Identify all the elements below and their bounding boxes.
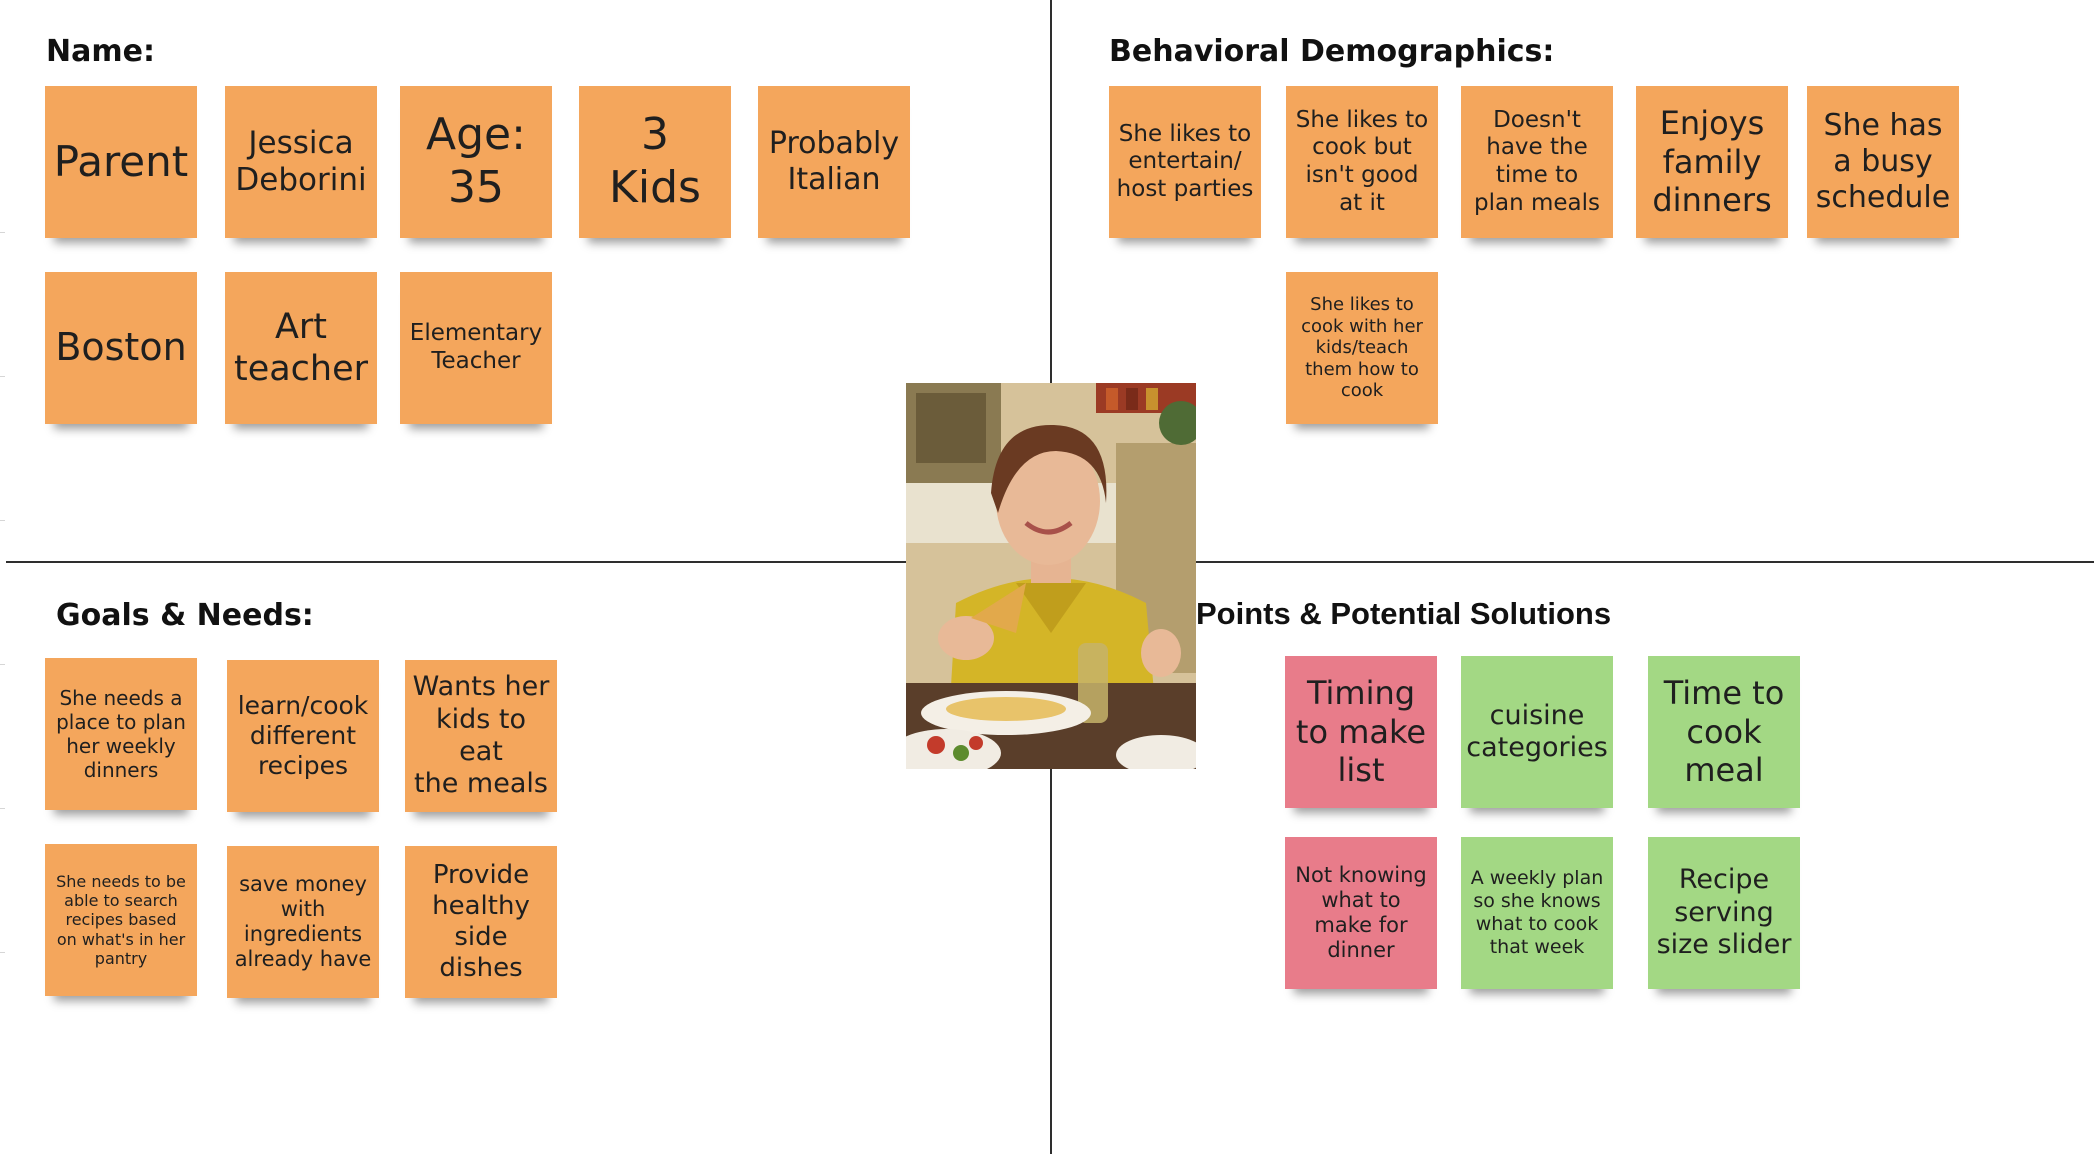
note-text: Enjoys family dinners xyxy=(1652,104,1772,220)
note-text: Not knowing what to make for dinner xyxy=(1295,862,1427,963)
note-text: learn/cook different recipes xyxy=(237,691,369,780)
canvas-edge-tick xyxy=(0,520,5,521)
canvas-edge-tick xyxy=(0,664,5,665)
sticky-note[interactable]: cuisine categories xyxy=(1461,656,1613,808)
sticky-note[interactable]: Parent xyxy=(45,86,197,238)
sticky-note[interactable]: Jessica Deborini xyxy=(225,86,377,238)
section-heading-behavioral-demographics: Behavioral Demographics: xyxy=(1109,34,1555,69)
persona-photo-illustration xyxy=(906,383,1196,769)
persona-photo[interactable] xyxy=(906,383,1196,769)
note-text: She likes to cook but isn't good at it xyxy=(1295,106,1429,216)
sticky-note[interactable]: A weekly plan so she knows what to cook … xyxy=(1461,837,1613,989)
note-text: Probably Italian xyxy=(768,126,900,197)
sticky-note[interactable]: She likes to cook with her kids/teach th… xyxy=(1286,272,1438,424)
note-text: She needs to be able to search recipes b… xyxy=(56,872,186,968)
sticky-note[interactable]: Timing to make list xyxy=(1285,656,1437,808)
note-text: Elementary Teacher xyxy=(409,320,543,374)
sticky-note[interactable]: Elementary Teacher xyxy=(400,272,552,424)
sticky-note[interactable]: Recipe serving size slider xyxy=(1648,837,1800,989)
note-text: Doesn't have the time to plan meals xyxy=(1474,106,1600,216)
canvas-edge-tick xyxy=(0,952,5,953)
sticky-note[interactable]: Age: 35 xyxy=(400,86,552,238)
note-text: Time to cook meal xyxy=(1663,674,1785,790)
note-text: Art teacher xyxy=(233,307,369,389)
sticky-note[interactable]: learn/cook different recipes xyxy=(227,660,379,812)
sticky-note[interactable]: Wants her kids to eat the meals xyxy=(405,660,557,812)
note-text: Boston xyxy=(55,325,187,370)
sticky-note[interactable]: She needs to be able to search recipes b… xyxy=(45,844,197,996)
sticky-note[interactable]: She needs a place to plan her weekly din… xyxy=(45,658,197,810)
canvas-edge-tick xyxy=(0,232,5,233)
sticky-note[interactable]: Doesn't have the time to plan meals xyxy=(1461,86,1613,238)
note-text: A weekly plan so she knows what to cook … xyxy=(1470,867,1604,958)
note-text: 3 Kids xyxy=(609,109,701,213)
note-text: Wants her kids to eat the meals xyxy=(412,671,550,800)
note-text: She needs a place to plan her weekly din… xyxy=(56,686,186,782)
sticky-note[interactable]: She likes to entertain/ host parties xyxy=(1109,86,1261,238)
sticky-note[interactable]: She has a busy schedule xyxy=(1807,86,1959,238)
sticky-note[interactable]: Probably Italian xyxy=(758,86,910,238)
note-text: Provide healthy side dishes xyxy=(432,859,530,984)
note-text: Timing to make list xyxy=(1295,674,1427,790)
sticky-note[interactable]: 3 Kids xyxy=(579,86,731,238)
sticky-note[interactable]: Art teacher xyxy=(225,272,377,424)
sticky-note[interactable]: Provide healthy side dishes xyxy=(405,846,557,998)
note-text: Recipe serving size slider xyxy=(1656,864,1792,961)
sticky-note[interactable]: save money with ingredients already have xyxy=(227,846,379,998)
sticky-note[interactable]: Not knowing what to make for dinner xyxy=(1285,837,1437,989)
canvas-edge-tick xyxy=(0,376,5,377)
note-text: cuisine categories xyxy=(1466,699,1608,763)
note-text: She likes to entertain/ host parties xyxy=(1116,120,1254,202)
note-text: Age: 35 xyxy=(426,109,526,213)
canvas-edge-tick xyxy=(0,808,5,809)
note-text: Jessica Deborini xyxy=(235,124,367,198)
sticky-note[interactable]: Enjoys family dinners xyxy=(1636,86,1788,238)
section-heading-goals-needs: Goals & Needs: xyxy=(56,598,314,633)
note-text: Parent xyxy=(53,136,189,186)
note-text: save money with ingredients already have xyxy=(234,871,372,972)
sticky-note[interactable]: Boston xyxy=(45,272,197,424)
section-heading-points-solutions: Points & Potential Solutions xyxy=(1196,596,1612,631)
sticky-note[interactable]: Time to cook meal xyxy=(1648,656,1800,808)
section-heading-name: Name: xyxy=(46,34,155,69)
note-text: She has a busy schedule xyxy=(1815,108,1951,215)
note-text: She likes to cook with her kids/teach th… xyxy=(1301,294,1423,402)
sticky-note[interactable]: She likes to cook but isn't good at it xyxy=(1286,86,1438,238)
